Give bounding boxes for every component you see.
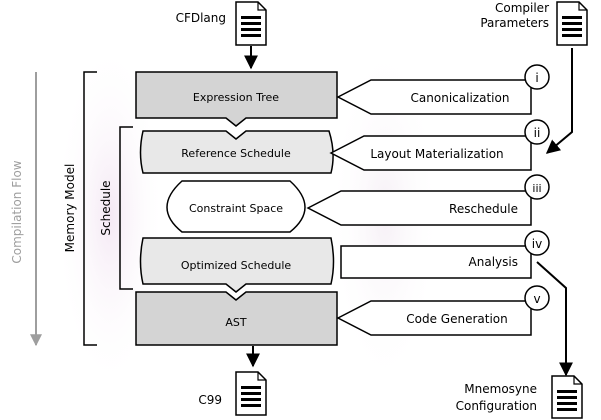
memory-model-label: Memory Model (63, 164, 77, 253)
compiler-parameters-document-icon (556, 1, 588, 46)
schedule-label: Schedule (99, 180, 113, 235)
pass-arrow-code-generation: Code Generation (336, 300, 532, 336)
pass-arrow-layout-materialization: Layout Materialization (329, 135, 532, 171)
svg-text:iv: iv (532, 237, 542, 251)
pass-number-ii: ii (524, 119, 550, 145)
stage-constraint-space (166, 180, 306, 233)
svg-text:ii: ii (534, 126, 541, 140)
svg-text:v: v (533, 292, 540, 306)
c99-label: C99 (198, 393, 222, 407)
stage-expression-tree (135, 71, 338, 127)
pass-number-iv: iv (524, 230, 550, 256)
svg-text:iii: iii (532, 182, 541, 195)
compiler-parameters-label-line1: Compiler (495, 1, 549, 15)
pass-number-iii: iii (524, 174, 550, 200)
schedule-bracket (119, 126, 133, 290)
pass-code-generation-label: Code Generation (406, 312, 507, 326)
pass-analysis-label: Analysis (469, 255, 518, 269)
compiler-parameters-label-line2: Parameters (480, 16, 549, 30)
pass-canonicalization-label: Canonicalization (411, 91, 510, 105)
pass-reschedule-label: Reschedule (449, 202, 518, 216)
stage-constraint-space-label: Constraint Space (189, 202, 283, 215)
mnemosyne-document-icon (551, 375, 583, 419)
stage-expression-tree-label: Expression Tree (193, 91, 279, 104)
source-label: CFDlang (176, 11, 226, 25)
stage-ast-label: AST (225, 316, 247, 329)
c99-document-icon (235, 371, 267, 416)
configuration-output-arrow (536, 261, 573, 377)
pass-arrow-canonicalization: Canonicalization (336, 79, 532, 115)
pass-arrow-analysis: Analysis (340, 245, 532, 279)
source-document-icon (235, 1, 267, 46)
svg-text:i: i (535, 71, 538, 85)
mnemosyne-label-line1: Mnemosyne (464, 382, 537, 396)
stage-reference-schedule (139, 130, 334, 174)
pass-layout-materialization-label: Layout Materialization (370, 147, 503, 161)
stage-ast (135, 291, 338, 346)
mnemosyne-label-line2: Configuration (456, 399, 537, 413)
compilation-flow-label: Compilation Flow (10, 160, 24, 263)
memory-model-bracket (83, 71, 97, 346)
pass-arrow-reschedule: Reschedule (306, 190, 532, 226)
stage-optimized-schedule (139, 237, 335, 293)
compiler-parameters-arrow (545, 48, 573, 154)
pass-number-i: i (524, 64, 550, 90)
stage-reference-schedule-label: Reference Schedule (181, 147, 291, 160)
stage-optimized-schedule-label: Optimized Schedule (181, 259, 292, 272)
pass-number-v: v (524, 285, 550, 311)
